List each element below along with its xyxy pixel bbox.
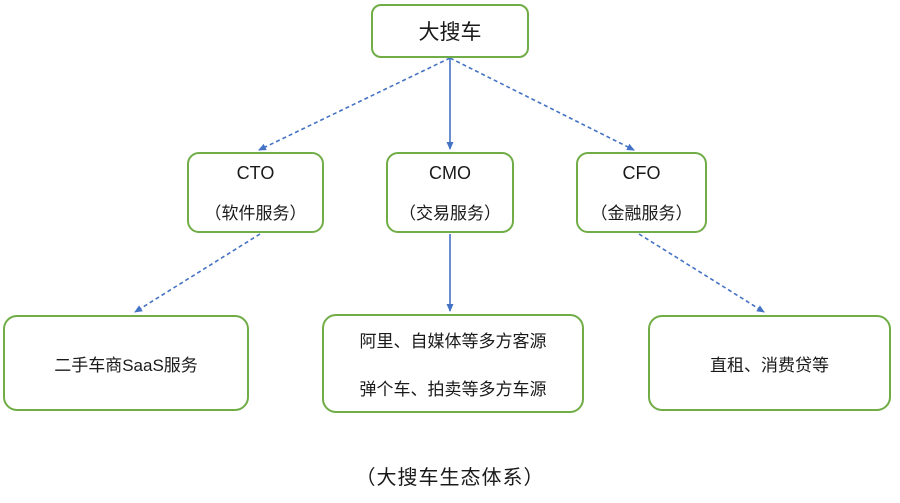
node-dasouche: 大搜车 xyxy=(371,4,529,58)
edge-cfo-finance xyxy=(638,233,765,313)
node-cfo-subtitle: （金融服务） xyxy=(590,204,693,224)
node-cmo-subtitle: （交易服务） xyxy=(399,204,501,224)
node-saas-service: 二手车商SaaS服务 xyxy=(3,315,249,411)
edge-root-cfo xyxy=(449,57,635,151)
edge-cto-saas xyxy=(134,233,261,313)
node-cmo: CMO （交易服务） xyxy=(386,152,514,233)
node-cto-subtitle: （软件服务） xyxy=(204,204,307,224)
edge-root-cto xyxy=(258,57,451,151)
node-cto-title: CTO xyxy=(236,162,275,183)
node-finance-service: 直租、消费贷等 xyxy=(648,315,891,411)
node-finance-service-label: 直租、消费贷等 xyxy=(710,355,829,375)
diagram-caption: （大搜车生态体系） xyxy=(355,467,545,489)
node-cto: CTO （软件服务） xyxy=(187,152,324,233)
node-dasouche-label: 大搜车 xyxy=(418,21,482,44)
node-saas-service-label: 二手车商SaaS服务 xyxy=(54,355,198,375)
node-trade-sources-line1: 阿里、自媒体等多方客源 xyxy=(359,332,547,352)
node-cmo-title: CMO xyxy=(429,162,471,183)
node-trade-sources: 阿里、自媒体等多方客源 弹个车、拍卖等多方车源 xyxy=(322,314,584,413)
node-cfo: CFO （金融服务） xyxy=(576,152,707,233)
node-trade-sources-line2: 弹个车、拍卖等多方车源 xyxy=(359,379,547,399)
node-cfo-title: CFO xyxy=(622,162,661,183)
